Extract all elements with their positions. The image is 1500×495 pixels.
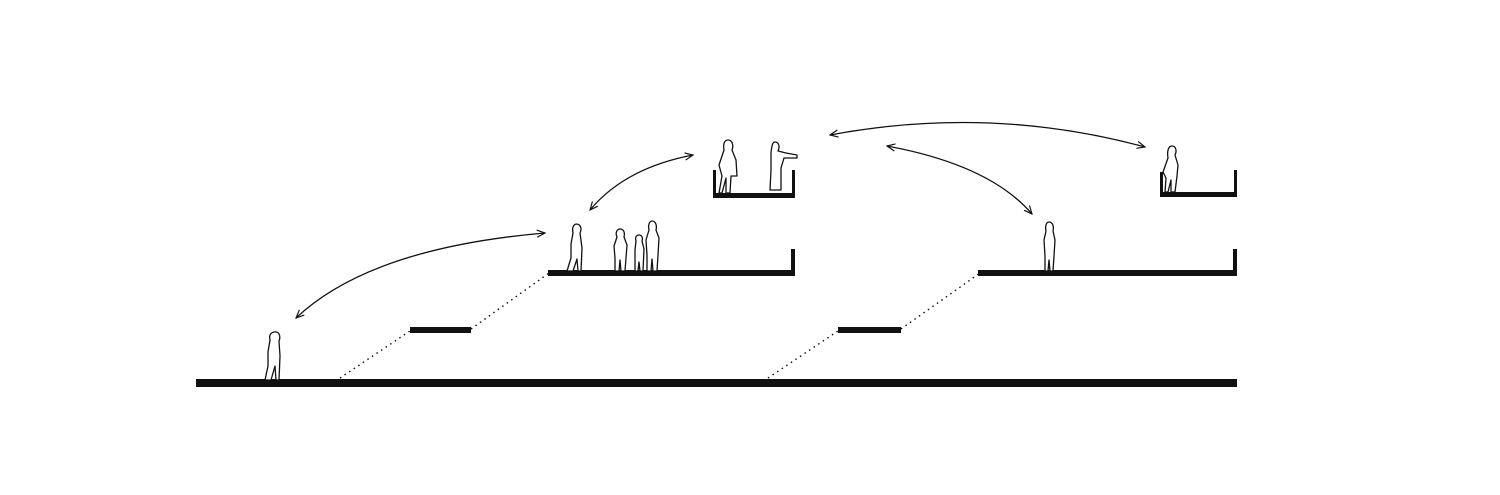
person-balcony-right-leaning — [1162, 145, 1179, 193]
person-ground-walking — [264, 331, 281, 381]
upper-floor-left — [548, 249, 795, 276]
sightline-arrow-ground-to-floor — [296, 233, 545, 318]
sightline-arrow-balcony-to-floor — [887, 146, 1032, 214]
person-floor-left-standing — [645, 220, 660, 272]
ramp-right-upper — [900, 272, 981, 330]
person-floor-left-child — [634, 234, 645, 272]
sightline-arrow-balcony-to-balcony — [830, 121, 1145, 148]
upper-floor-right — [978, 249, 1237, 276]
balcony-center — [713, 170, 795, 198]
person-balcony-center-left — [718, 139, 738, 194]
ramp-left-upper — [470, 272, 550, 330]
mezzanine-landing-left — [410, 327, 471, 333]
balcony-right — [1160, 170, 1237, 197]
ramp-right-lower — [767, 330, 839, 379]
mezzanine-landing-right — [838, 327, 901, 333]
person-floor-right-standing — [1043, 221, 1056, 272]
person-floor-left-walking — [566, 223, 583, 272]
sightline-arrow-floor-to-balcony — [590, 155, 693, 210]
person-balcony-center-pointing — [769, 141, 798, 191]
ground-floor-slab — [196, 379, 1237, 387]
person-floor-left-adult — [613, 228, 628, 272]
ramp-left-lower — [339, 330, 411, 379]
